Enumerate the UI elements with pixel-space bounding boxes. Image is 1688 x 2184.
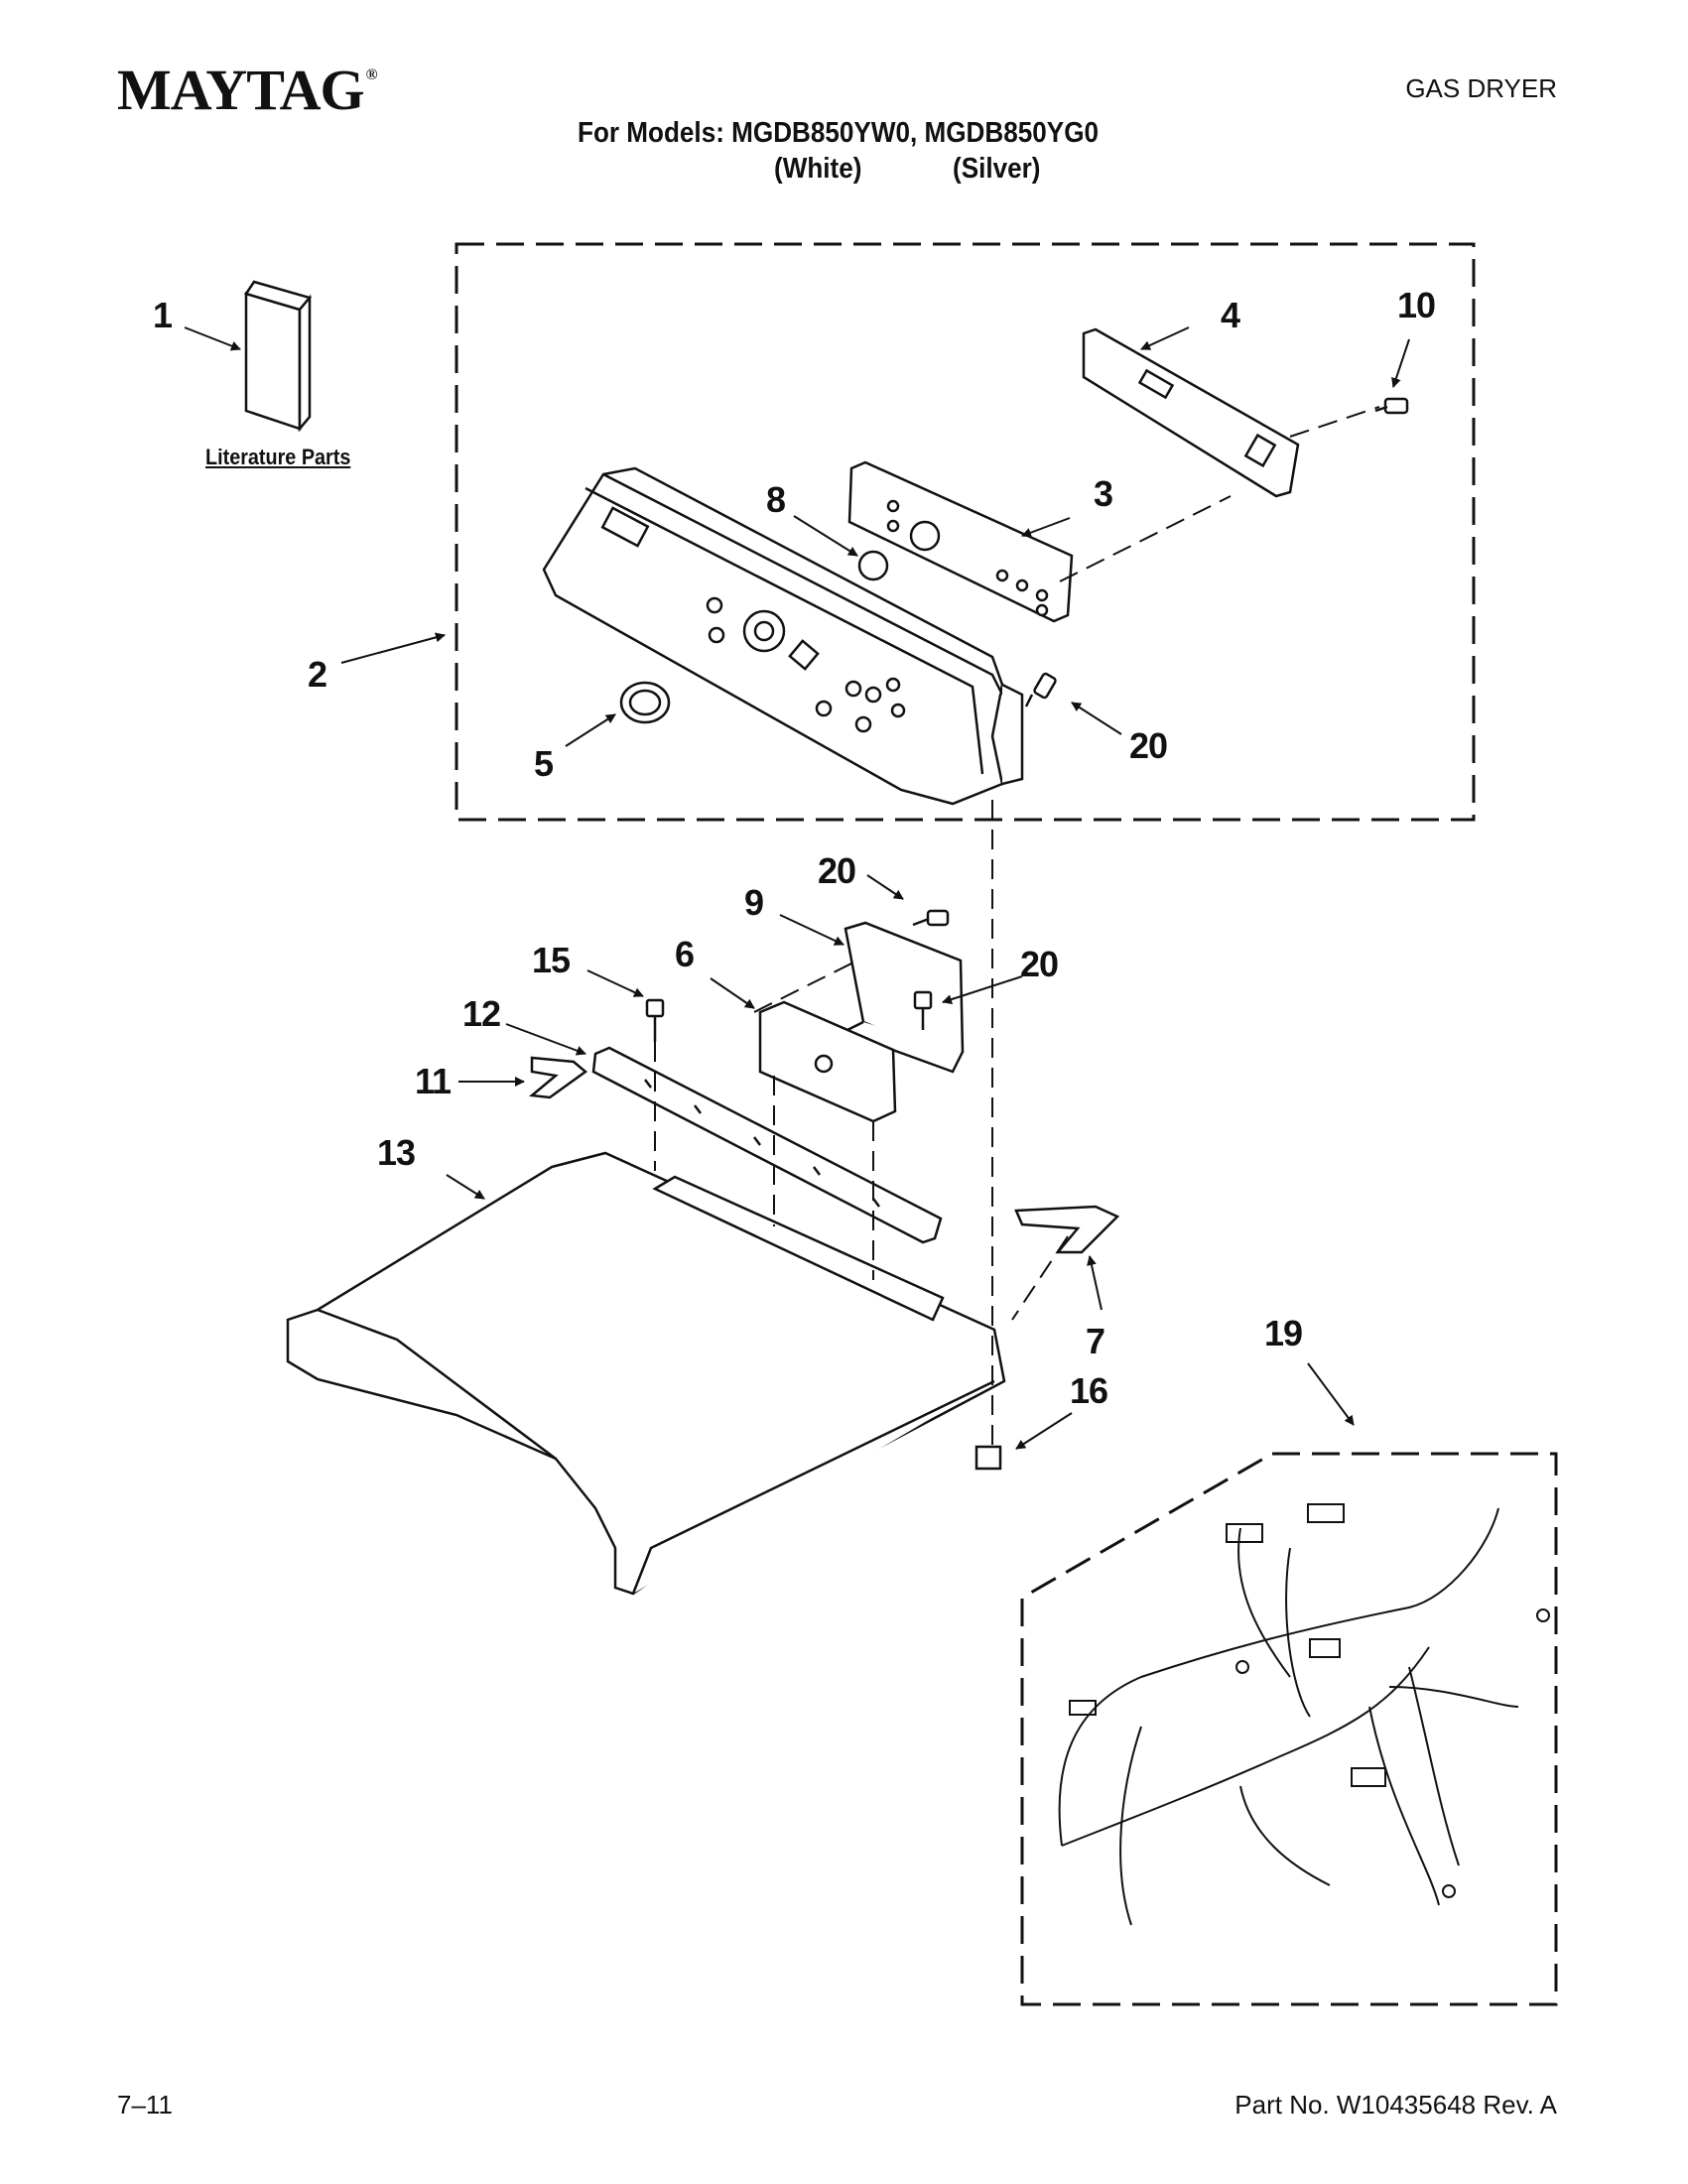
callout-19: 19 (1264, 1313, 1303, 1353)
wire-harness-icon (1058, 1503, 1550, 1926)
rail-icon (591, 1046, 943, 1244)
foot-icon (974, 1445, 1002, 1471)
control-module-icon (758, 1000, 897, 1123)
disc-icon (857, 550, 889, 581)
screw-icon (1024, 672, 1057, 707)
callout-7: 7 (1086, 1321, 1105, 1361)
callout-9: 9 (744, 882, 764, 923)
callout-1: 1 (153, 295, 173, 335)
callout-10: 10 (1397, 285, 1436, 325)
callout-12: 12 (462, 993, 501, 1034)
literature-parts-label: Literature Parts (205, 445, 351, 469)
knob-icon (619, 681, 671, 724)
assembly-lines (654, 406, 1380, 1447)
screw-icon (645, 998, 665, 1042)
control-board-icon (847, 460, 1074, 623)
console-group-box (454, 242, 1476, 822)
screw-icon (1374, 397, 1409, 415)
callout-8: 8 (766, 479, 786, 520)
callout-13: 13 (377, 1132, 416, 1173)
callout-11: 11 (415, 1061, 452, 1101)
callout-2: 2 (308, 654, 327, 695)
color-white-label: (White) (774, 153, 862, 185)
callout-4: 4 (1221, 295, 1240, 335)
callout-arrows (184, 326, 1410, 1450)
top-cover-icon (286, 1151, 1006, 1596)
brand-logo: MAYTAG® (117, 58, 378, 122)
tape-strip-icon (1014, 1205, 1120, 1254)
document-type: GAS DRYER (1405, 73, 1557, 103)
callout-15: 15 (532, 940, 571, 980)
callout-20-plate-top: 20 (818, 850, 856, 891)
literature-book-icon (244, 280, 313, 433)
mounting-plate-icon (840, 921, 965, 1074)
callout-20-console: 20 (1129, 725, 1168, 766)
console-panel-icon (542, 466, 1024, 806)
callout-5: 5 (534, 743, 554, 784)
part-number: Part No. W10435648 Rev. A (1234, 2090, 1557, 2120)
harness-group-box (1020, 1452, 1558, 2006)
models-line: For Models: MGDB850YW0, MGDB850YG0 (578, 117, 1100, 149)
callout-16: 16 (1070, 1370, 1108, 1411)
callout-3: 3 (1094, 473, 1113, 514)
callout-6: 6 (675, 934, 695, 974)
console-bracket-icon (1082, 327, 1300, 498)
screw-icon (912, 909, 950, 1030)
page-number: 7–11 (117, 2090, 173, 2120)
tape-strip-icon (528, 1056, 588, 1099)
color-silver-label: (Silver) (953, 153, 1041, 185)
callout-20-plate-side: 20 (1020, 944, 1059, 984)
